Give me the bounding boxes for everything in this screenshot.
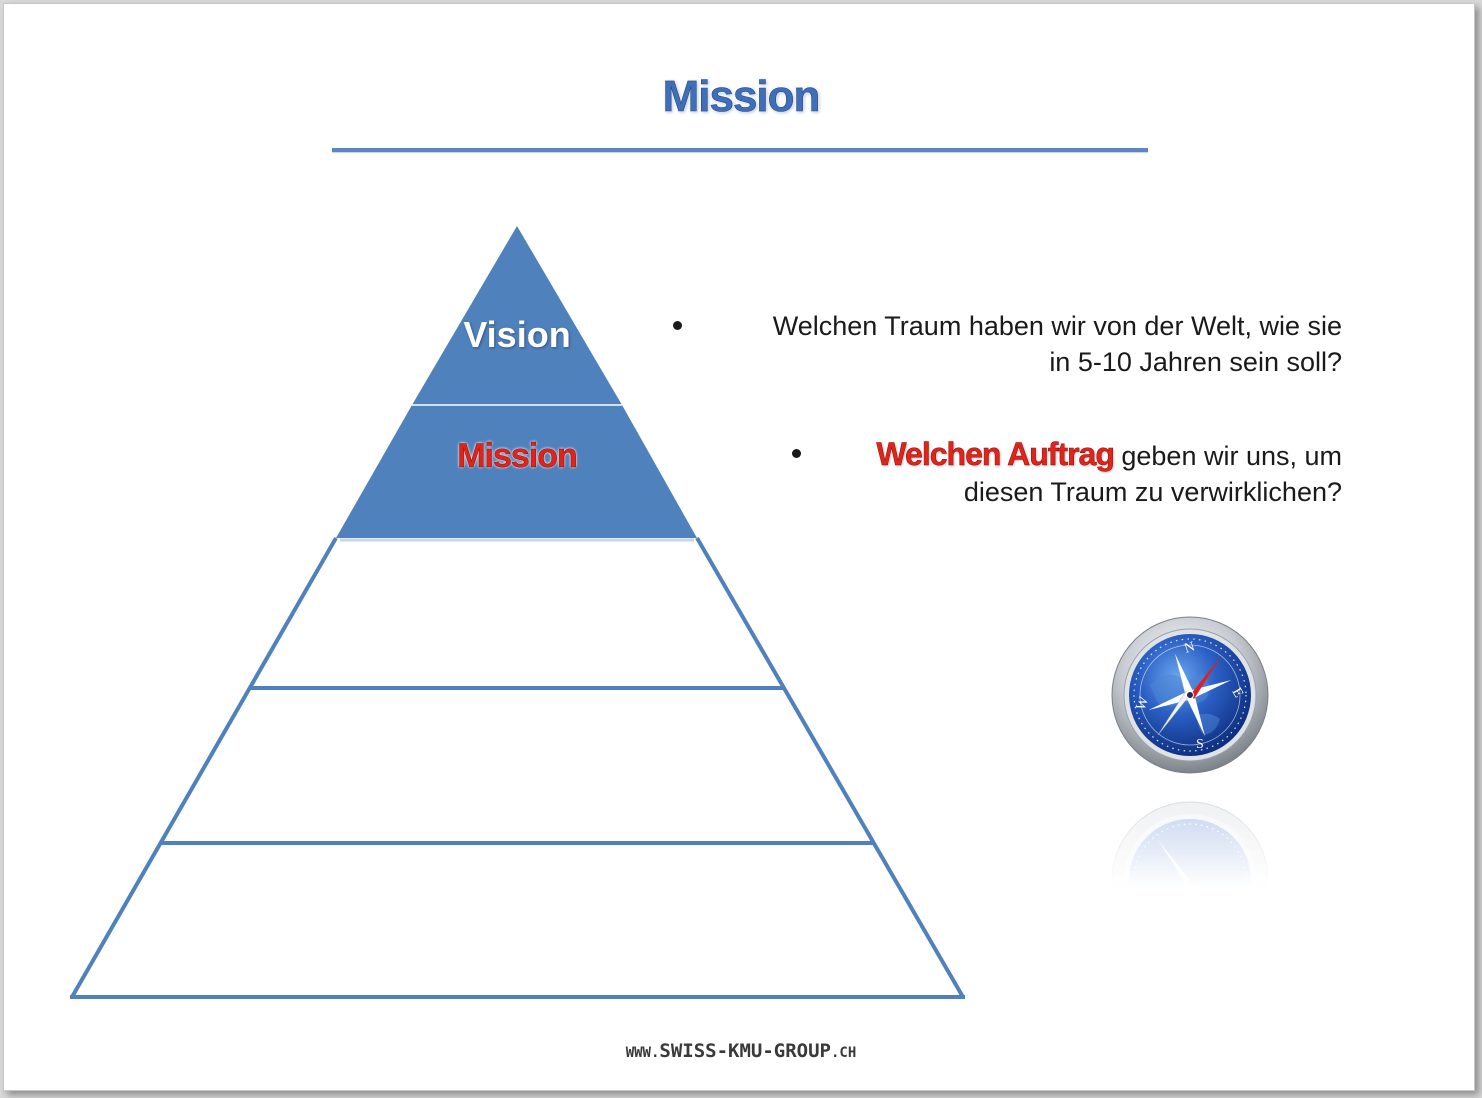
- footer-suffix: .CH: [831, 1045, 857, 1061]
- bullet-mission-line1: Welchen Auftrag geben wir uns, um: [780, 436, 1342, 474]
- slide-title: Mission: [662, 72, 820, 122]
- svg-text:W: W: [1134, 694, 1153, 712]
- compass-icon: N E S W: [1111, 616, 1269, 774]
- bullet-mission-line1-rest: geben wir uns, um: [1113, 441, 1342, 471]
- svg-text:S: S: [1196, 737, 1204, 752]
- pyramid-label-mission: Mission: [457, 437, 578, 476]
- compass-reflection-icon: [1111, 801, 1269, 959]
- bullet-vision: Welchen Traum haben wir von der Welt, wi…: [660, 308, 1342, 380]
- pyramid-layer-vision: [412, 226, 622, 405]
- svg-text:N: N: [1183, 639, 1197, 656]
- pyramid-outline-right: [695, 536, 965, 999]
- bullet-mission-emphasis: Welchen Auftrag: [876, 436, 1115, 473]
- bullet-mission-line2: diesen Traum zu verwirklichen?: [963, 477, 1342, 507]
- footer-domain: SWISS-KMU-GROUP: [659, 1040, 831, 1062]
- footer-website: WWW.SWISS-KMU-GROUP.CH: [0, 1040, 1482, 1062]
- pyramid-layer-mission: [336, 405, 697, 538]
- bullet-dot-1: [673, 321, 682, 330]
- pyramid-label-vision: Vision: [463, 314, 571, 355]
- bullet-vision-line1: Welchen Traum haben wir von der Welt, wi…: [772, 311, 1342, 341]
- footer-prefix: WWW.: [625, 1045, 660, 1061]
- title-underline: [332, 148, 1148, 152]
- pyramid-outline-left: [70, 537, 338, 998]
- bullet-dot-2: [792, 449, 801, 458]
- bullet-mission: Welchen Auftrag geben wir uns, um diesen…: [780, 436, 1342, 510]
- slide: [3, 3, 1475, 1091]
- bullet-vision-line2: in 5-10 Jahren sein soll?: [1049, 347, 1342, 377]
